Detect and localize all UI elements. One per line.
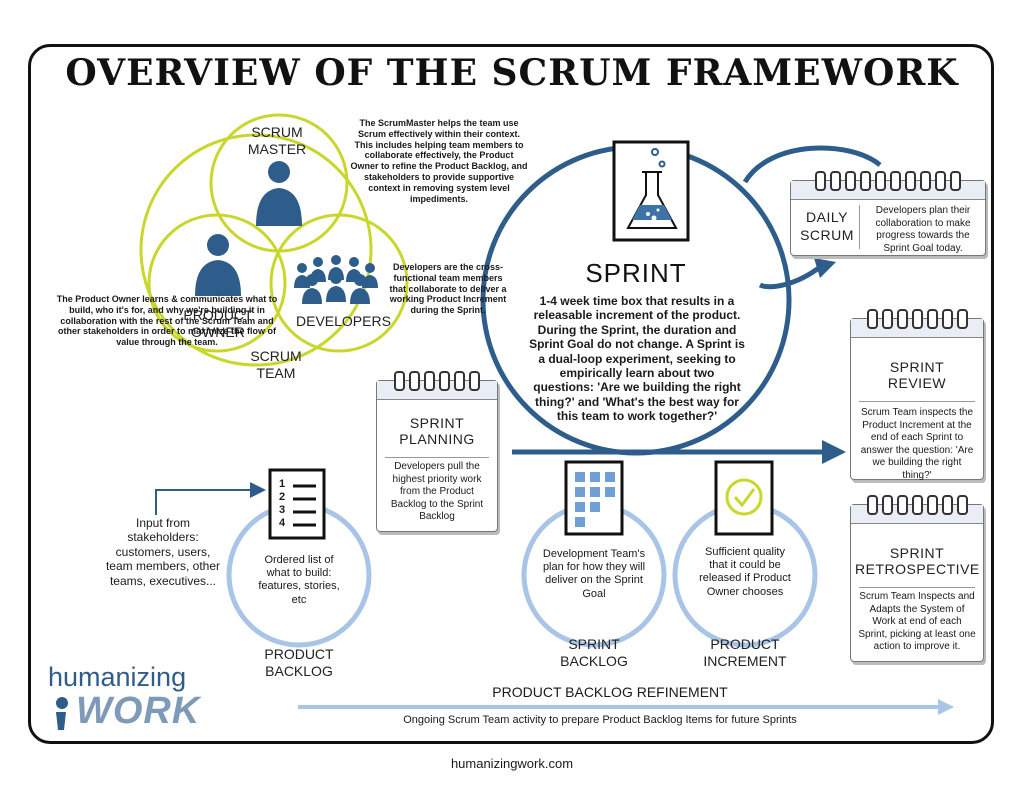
scrum-team-label: SCRUM TEAM <box>250 348 302 381</box>
product-owner-description: The Product Owner learns & communicates … <box>56 294 278 348</box>
flask-icon-frame <box>612 140 690 242</box>
flask-icon <box>626 148 678 229</box>
product-backlog-label: PRODUCT BACKLOG <box>264 646 334 679</box>
stakeholders-input-text: Input from stakeholders: customers, user… <box>105 516 221 588</box>
logo-work: WORK <box>76 690 201 732</box>
product-owner-circle <box>147 213 287 353</box>
page-title: OVERVIEW OF THE SCRUM FRAMEWORK <box>65 52 959 94</box>
product-backlog-list-icon <box>268 468 326 540</box>
footer-url[interactable]: humanizingwork.com <box>450 756 574 771</box>
list-number: 2 <box>278 491 286 503</box>
page-frame <box>28 44 994 744</box>
daily-scrum-text: Developers plan their collaboration to m… <box>875 205 971 254</box>
product-increment-text: Sufficient quality that it could be rele… <box>699 546 791 598</box>
product-owner-label: PRODUCT OWNER <box>183 307 253 340</box>
sprint-retrospective-title: SPRINT RETROSPECTIVE <box>855 545 980 577</box>
product-increment-check-icon <box>714 460 774 536</box>
sprint-planning-card: SPRINT PLANNING Developers pull the high… <box>376 371 498 532</box>
list-number: 3 <box>278 504 286 516</box>
scrum-master-label: SCRUM MASTER <box>247 124 307 157</box>
sprint-title: SPRINT <box>585 258 687 288</box>
product-backlog-text: Ordered list of what to build: features,… <box>258 554 340 606</box>
daily-scrum-card: DAILY SCRUM Developers plan their collab… <box>790 171 986 256</box>
scrum-master-description: The ScrumMaster helps the team use Scrum… <box>350 118 528 204</box>
scrum-team-circle <box>139 133 373 367</box>
developers-label: DEVELOPERS <box>296 313 391 329</box>
sprint-backlog-text: Development Team's plan for how they wil… <box>542 548 646 600</box>
sprint-planning-title: SPRINT PLANNING <box>399 415 475 447</box>
humanizing-work-figure-icon <box>56 697 68 730</box>
product-owner-person-icon <box>195 234 241 296</box>
daily-scrum-loop-arrow <box>742 145 882 184</box>
sprint-planning-text: Developers pull the highest priority wor… <box>390 461 484 522</box>
scrum-master-person-icon <box>256 161 302 226</box>
logo-humanizing: humanizing <box>48 662 187 692</box>
developers-group-icon <box>294 255 378 304</box>
daily-scrum-title: DAILY SCRUM <box>800 209 854 243</box>
developers-description: Developers are the cross-functional team… <box>389 262 507 316</box>
sprint-backlog-label: SPRINT BACKLOG <box>560 636 628 669</box>
sprint-review-card: SPRINT REVIEW Scrum Team inspects the Pr… <box>850 309 984 481</box>
sprint-review-text: Scrum Team inspects the Product Incremen… <box>860 407 974 481</box>
sprint-review-title: SPRINT REVIEW <box>887 359 947 391</box>
sprint-retrospective-card: SPRINT RETROSPECTIVE Scrum Team Inspects… <box>850 495 984 662</box>
refinement-text: Ongoing Scrum Team activity to prepare P… <box>403 714 797 726</box>
stakeholder-input-arrow <box>155 482 266 515</box>
developers-circle <box>269 213 409 353</box>
product-increment-label: PRODUCT INCREMENT <box>703 636 787 669</box>
backlog-list-numbers: 1 2 3 4 <box>274 478 290 530</box>
list-number: 4 <box>278 517 286 529</box>
list-number: 1 <box>278 478 286 490</box>
sprint-retrospective-text: Scrum Team Inspects and Adapts the Syste… <box>858 591 976 652</box>
refinement-title: PRODUCT BACKLOG REFINEMENT <box>492 684 728 700</box>
sprint-description: 1-4 week time box that results in a rele… <box>529 294 745 424</box>
